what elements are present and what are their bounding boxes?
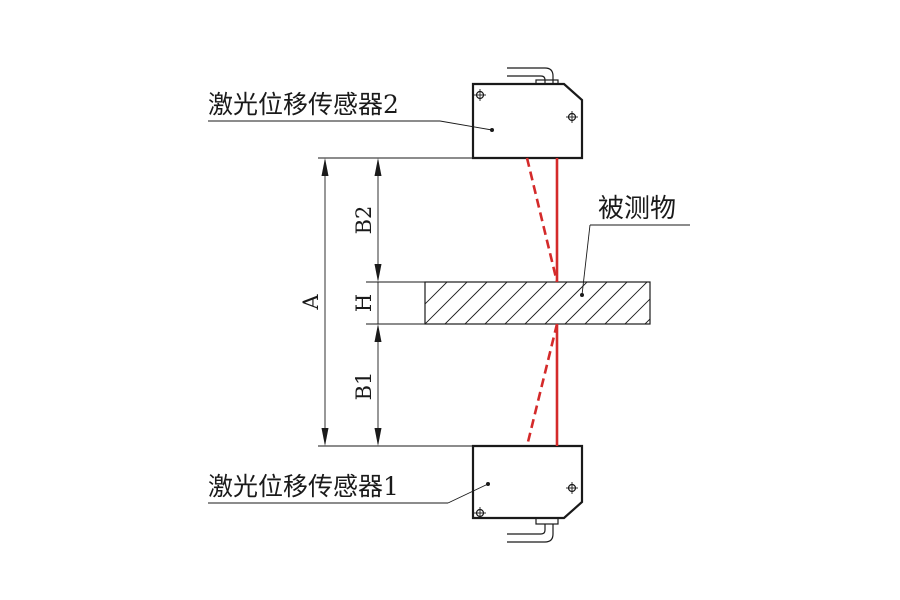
sensor-2-label: 激光位移传感器2 <box>208 90 399 119</box>
dimension-b2: B2 <box>352 158 382 282</box>
laser-beam-bottom-reflect <box>525 323 559 447</box>
dimension-a-label: A <box>299 294 323 311</box>
sensor-2-mount-hole-left <box>474 89 486 101</box>
dimension-b1-label: B1 <box>352 372 376 401</box>
sensor-1-mount-hole-right <box>566 482 578 494</box>
sensor-1-callout: 激光位移传感器1 <box>208 472 489 504</box>
sensor-2-mount-hole-right <box>566 111 578 123</box>
dimension-b1: B1 <box>352 324 382 446</box>
object-label: 被测物 <box>598 194 676 224</box>
dimension-h: H <box>352 282 379 324</box>
object-hatching <box>425 282 650 324</box>
dimension-a: A <box>299 158 329 446</box>
sensor-2 <box>471 67 584 160</box>
sensor-2-cable <box>507 67 554 84</box>
sensor-1-body <box>471 444 584 520</box>
sensor-2-body <box>471 82 584 160</box>
object-outline <box>424 281 651 325</box>
sensor-1-cable <box>507 524 554 543</box>
measured-object <box>424 281 651 325</box>
object-callout: 被测物 <box>581 194 690 296</box>
extension-lines <box>318 157 473 447</box>
sensor-2-callout: 激光位移传感器2 <box>208 90 493 131</box>
sensor-1-label: 激光位移传感器1 <box>208 472 399 501</box>
dimension-b2-label: B2 <box>352 206 376 235</box>
laser-beams <box>525 157 559 447</box>
sensor-1 <box>471 444 584 543</box>
sensor-1-connector <box>535 517 559 525</box>
dimension-h-label: H <box>352 294 376 312</box>
laser-beam-top-reflect <box>525 157 559 283</box>
sensor-1-mount-hole-left <box>474 507 486 519</box>
